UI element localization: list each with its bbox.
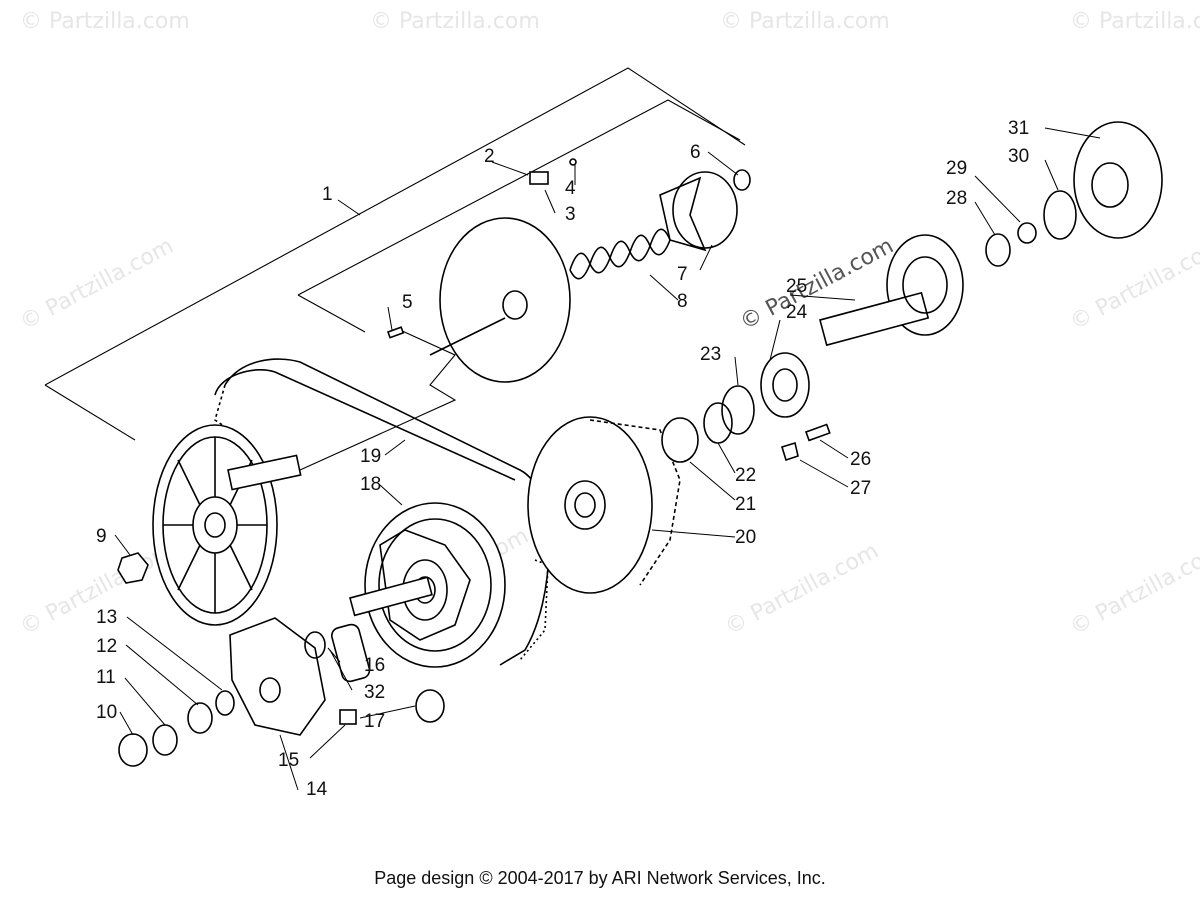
callout-labels: 1 2 3 4 5 6 7 8 9 10 11 12 13 14 15 16 1… xyxy=(96,118,1029,800)
callout-8: 8 xyxy=(677,291,688,312)
small-parts-lower xyxy=(117,552,445,767)
watermark: © Partzilla.com xyxy=(1070,9,1200,34)
page-footer: Page design © 2004-2017 by ARI Network S… xyxy=(374,868,826,888)
callout-11: 11 xyxy=(96,667,116,688)
callout-23: 23 xyxy=(700,344,721,365)
callout-24: 24 xyxy=(786,302,808,323)
callout-3: 3 xyxy=(565,204,576,225)
callout-10: 10 xyxy=(96,702,117,723)
watermark: © Partzilla.com xyxy=(370,9,540,34)
callout-17: 17 xyxy=(364,711,385,732)
spider-cam xyxy=(659,171,738,252)
callout-2: 2 xyxy=(484,146,495,167)
output-shaft xyxy=(819,234,964,347)
callout-25: 25 xyxy=(786,276,807,297)
callout-20: 20 xyxy=(735,527,756,548)
movable-sheave xyxy=(429,217,571,383)
callout-32: 32 xyxy=(364,682,385,703)
callout-1: 1 xyxy=(322,184,333,205)
callout-16: 16 xyxy=(364,655,385,676)
callout-29: 29 xyxy=(946,158,967,179)
callout-15: 15 xyxy=(278,750,299,771)
callout-22: 22 xyxy=(735,465,756,486)
callout-18: 18 xyxy=(360,474,381,495)
bearings-seals xyxy=(661,352,810,463)
watermark: © Partzilla.com xyxy=(720,9,890,34)
callout-30: 30 xyxy=(1008,146,1029,167)
callout-28: 28 xyxy=(946,188,967,209)
watermark: © Partzilla.com xyxy=(20,9,190,34)
callout-9: 9 xyxy=(96,526,107,547)
callout-5: 5 xyxy=(402,292,413,313)
watermark: © Partzilla.com xyxy=(721,539,883,641)
small-parts-top xyxy=(386,158,751,339)
callout-31: 31 xyxy=(1008,118,1029,139)
clutch-housing xyxy=(349,502,506,668)
callout-13: 13 xyxy=(96,607,117,628)
callout-26: 26 xyxy=(850,449,871,470)
callout-12: 12 xyxy=(96,636,117,657)
callout-6: 6 xyxy=(690,142,701,163)
clutch-drum-parts xyxy=(985,121,1163,267)
driven-pulley xyxy=(527,416,681,594)
watermark: © Partzilla.com xyxy=(1066,234,1200,336)
primary-sheave xyxy=(152,424,302,626)
callout-21: 21 xyxy=(735,494,756,515)
spring xyxy=(569,228,671,280)
watermark: © Partzilla.com xyxy=(16,234,178,336)
callout-27: 27 xyxy=(850,478,871,499)
bolt-washer xyxy=(781,423,831,462)
callout-14: 14 xyxy=(306,779,328,800)
callout-7: 7 xyxy=(677,264,688,285)
callout-4: 4 xyxy=(565,178,576,199)
watermark: © Partzilla.com xyxy=(1066,539,1200,641)
callout-19: 19 xyxy=(360,446,381,467)
assembly-bracket xyxy=(44,67,746,471)
leader-lines xyxy=(114,127,1101,791)
